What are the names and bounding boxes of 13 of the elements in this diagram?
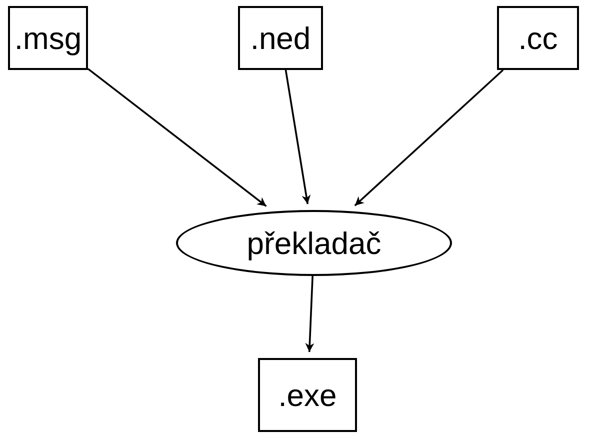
file-box [238,6,323,70]
file-box [497,6,579,70]
node-label: .msg [14,22,82,54]
arrow [284,70,311,204]
arrow [305,276,314,352]
arrow [87,68,267,207]
node-label: .exe [278,380,337,410]
node-label: .cc [518,22,558,54]
arrow [354,69,504,206]
file-box [8,6,88,70]
node-label: překladač [246,228,382,258]
node-label: .ned [250,22,311,54]
file-box [258,358,357,432]
